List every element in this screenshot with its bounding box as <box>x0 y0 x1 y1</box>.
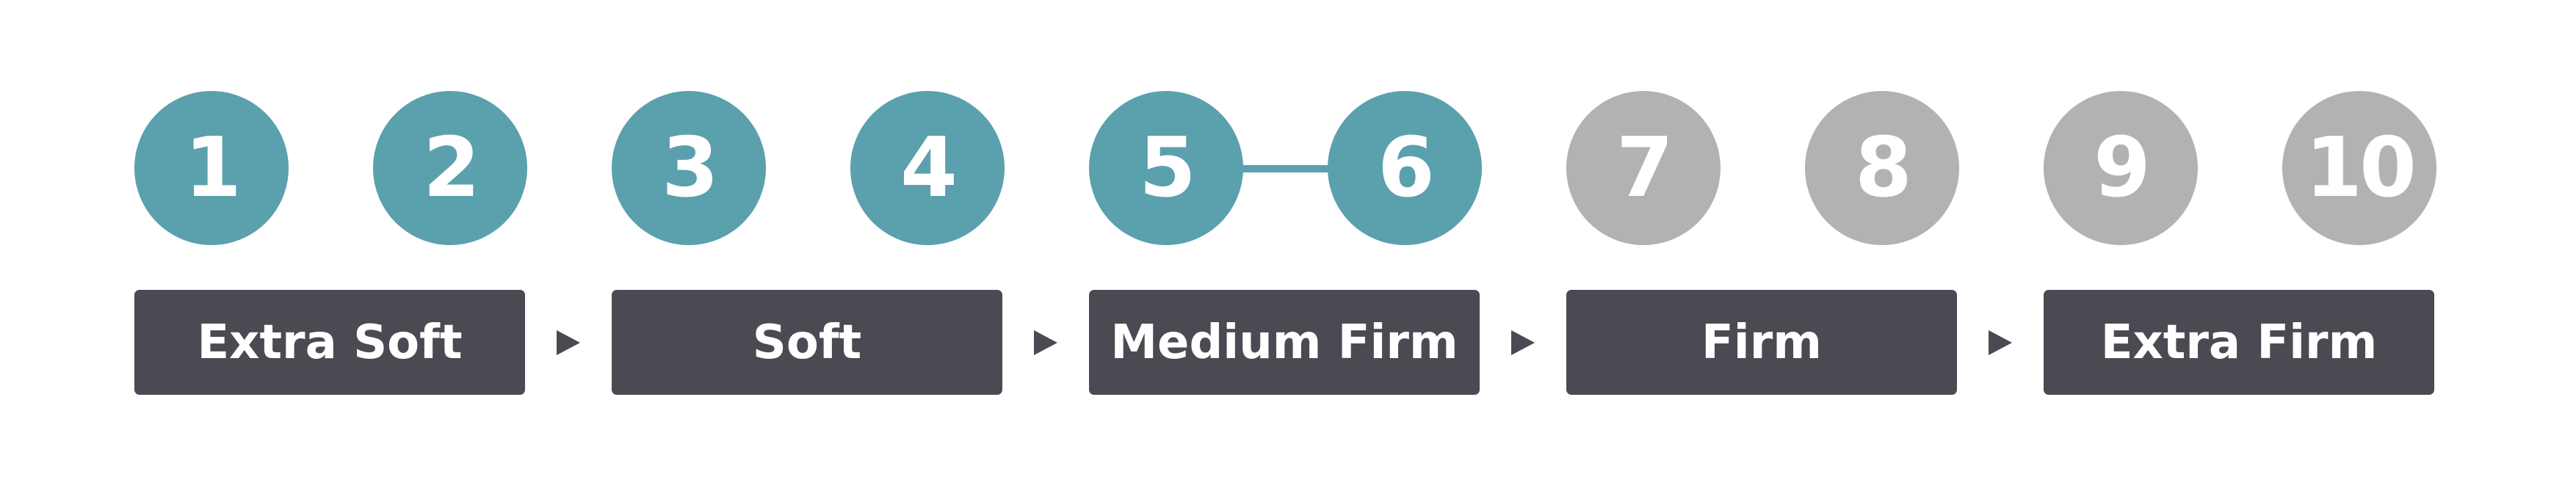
triangle-right-icon <box>1989 330 2012 355</box>
level-circle-5: 5 <box>1089 91 1243 245</box>
category-label-medium-firm: Medium Firm <box>1089 290 1480 395</box>
level-circle-6: 6 <box>1328 91 1482 245</box>
level-circle-8: 8 <box>1805 91 1959 245</box>
level-circle-1: 1 <box>134 91 289 245</box>
category-label-firm: Firm <box>1566 290 1957 395</box>
category-label-extra-soft: Extra Soft <box>134 290 525 395</box>
level-number: 3 <box>662 120 719 216</box>
triangle-right-icon <box>557 330 580 355</box>
level-circle-10: 10 <box>2282 91 2436 245</box>
level-number: 9 <box>2094 120 2151 216</box>
level-number: 4 <box>900 120 958 216</box>
connector-line-5-6 <box>1168 165 1410 172</box>
level-number: 10 <box>2305 120 2417 216</box>
level-circle-2: 2 <box>373 91 527 245</box>
category-label-extra-firm: Extra Firm <box>2044 290 2434 395</box>
level-circle-9: 9 <box>2044 91 2198 245</box>
level-number: 8 <box>1855 120 1912 216</box>
level-number: 7 <box>1616 120 1674 216</box>
triangle-right-icon <box>1511 330 1535 355</box>
category-label-soft: Soft <box>612 290 1002 395</box>
level-circle-7: 7 <box>1566 91 1721 245</box>
triangle-right-icon <box>1034 330 1057 355</box>
level-number: 6 <box>1378 120 1435 216</box>
level-circle-4: 4 <box>850 91 1005 245</box>
level-circle-3: 3 <box>612 91 766 245</box>
level-number: 1 <box>184 120 242 216</box>
level-number: 2 <box>423 120 480 216</box>
level-number: 5 <box>1139 120 1196 216</box>
